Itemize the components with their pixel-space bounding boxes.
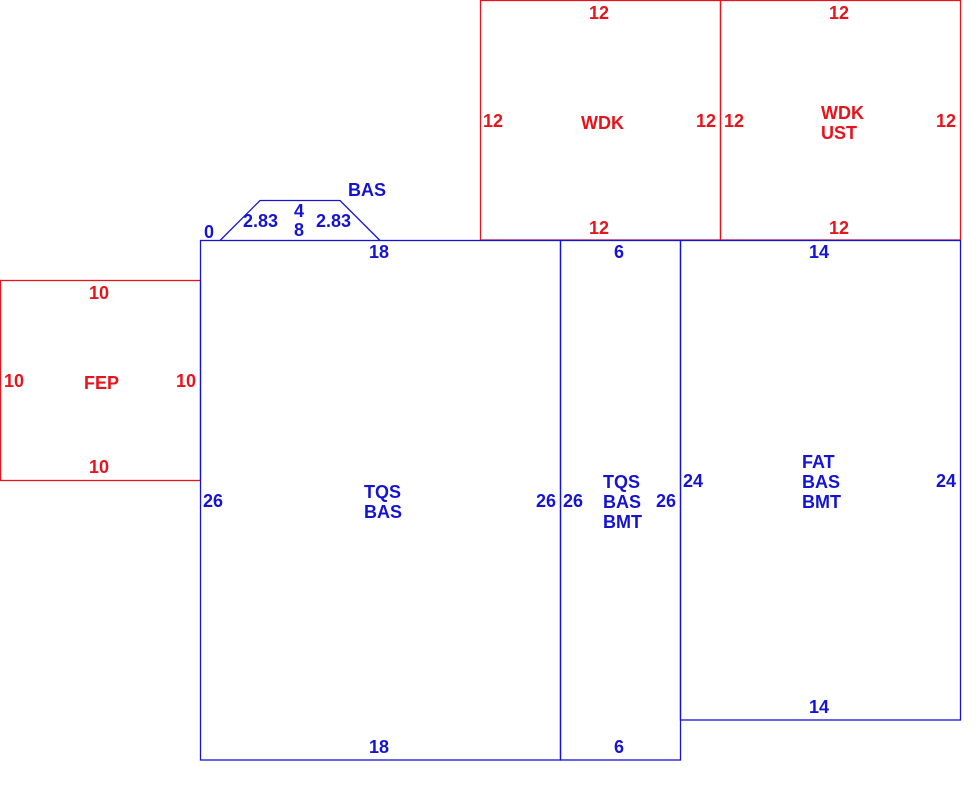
tqs-bas-code-1: TQS <box>364 482 401 502</box>
tqs-bas-bmt-code-3: BMT <box>603 512 642 532</box>
area-wdk-ust[interactable]: 12 12 12 12 WDK UST <box>719 0 962 241</box>
area-fat-bas-bmt-outline <box>679 239 962 721</box>
wdk-ust-left-dim: 12 <box>724 111 744 131</box>
fat-bas-bmt-code-1: FAT <box>802 452 835 472</box>
tqs-bas-bottom-dim: 18 <box>369 737 389 757</box>
tqs-bas-bmt-code-1: TQS <box>603 472 640 492</box>
tqs-bas-right-dim: 26 <box>536 491 556 511</box>
fat-bas-bmt-code-3: BMT <box>802 492 841 512</box>
area-tqs-bas[interactable]: 18 18 26 26 TQS BAS <box>199 239 562 761</box>
fep-bottom-dim: 10 <box>89 457 109 477</box>
tqs-bas-code-2: BAS <box>364 502 402 522</box>
fep-top-dim: 10 <box>89 283 109 303</box>
tqs-bas-bmt-code-2: BAS <box>603 492 641 512</box>
fat-bas-bmt-bottom-dim: 14 <box>809 697 829 717</box>
area-tqs-bas-bmt[interactable]: 6 6 26 26 TQS BAS BMT <box>559 239 682 761</box>
area-bay[interactable]: 0 2.83 4 8 2.83 BAS <box>204 180 386 242</box>
wdk-ust-bottom-dim: 12 <box>829 218 849 238</box>
bay-base-dim: 0 <box>204 222 214 242</box>
fat-bas-bmt-left-dim: 24 <box>683 471 703 491</box>
bay-code: BAS <box>348 180 386 200</box>
bay-left-side-dim: 2.83 <box>243 211 278 231</box>
fat-bas-bmt-code-2: BAS <box>802 472 840 492</box>
tqs-bas-bmt-right-dim: 26 <box>656 491 676 511</box>
fat-bas-bmt-right-dim: 24 <box>936 471 956 491</box>
fep-code: FEP <box>84 373 119 393</box>
tqs-bas-bmt-left-dim: 26 <box>563 491 583 511</box>
wdk-ust-code-2: UST <box>821 123 857 143</box>
wdk-ust-code-1: WDK <box>821 103 864 123</box>
wdk-right-dim: 12 <box>696 111 716 131</box>
wdk-top-dim: 12 <box>589 3 609 23</box>
bay-top-dim: 4 <box>294 201 304 221</box>
wdk-ust-top-dim: 12 <box>829 3 849 23</box>
bay-right-side-dim: 2.83 <box>316 211 351 231</box>
bay-depth-dim: 8 <box>294 220 304 240</box>
fep-right-dim: 10 <box>176 371 196 391</box>
wdk-left-dim: 12 <box>483 111 503 131</box>
area-fep[interactable]: 10 10 10 10 FEP <box>0 279 202 482</box>
wdk-code: WDK <box>581 113 624 133</box>
tqs-bas-bmt-bottom-dim: 6 <box>614 737 624 757</box>
area-wdk[interactable]: 12 12 12 12 WDK <box>479 0 722 241</box>
tqs-bas-bmt-top-dim: 6 <box>614 242 624 262</box>
area-bay-outline <box>219 199 381 241</box>
area-fat-bas-bmt[interactable]: 14 14 24 24 FAT BAS BMT <box>679 239 962 721</box>
fat-bas-bmt-top-dim: 14 <box>809 242 829 262</box>
tqs-bas-left-dim: 26 <box>203 491 223 511</box>
wdk-ust-right-dim: 12 <box>936 111 956 131</box>
tqs-bas-top-dim: 18 <box>369 242 389 262</box>
wdk-bottom-dim: 12 <box>589 218 609 238</box>
fep-left-dim: 10 <box>4 371 24 391</box>
